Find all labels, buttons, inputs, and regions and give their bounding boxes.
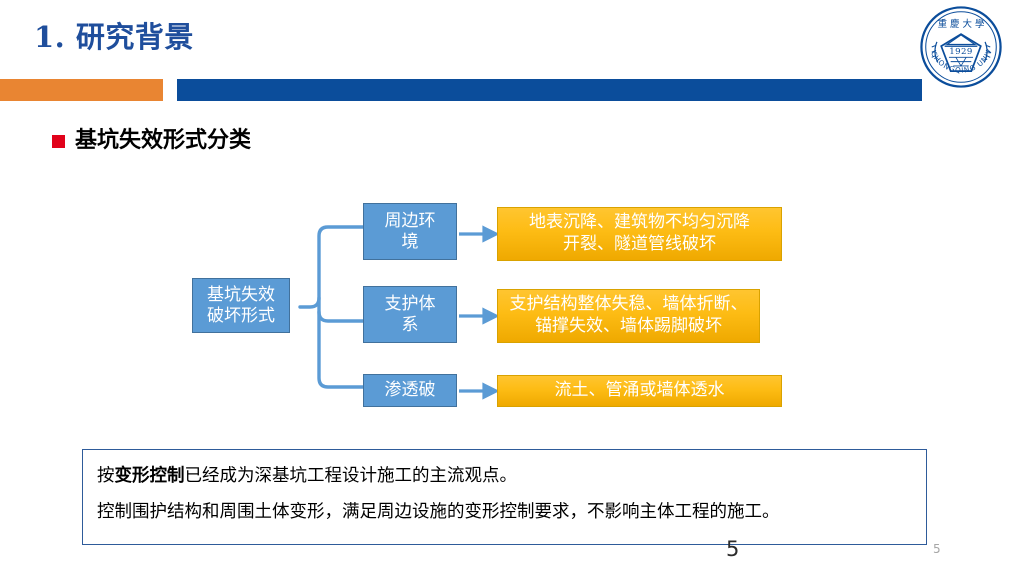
chongqing-university-logo: 重 慶 大 學 1929 CHONGQING UNIVERSITY xyxy=(918,4,1004,90)
statement-line-1-bold: 变形控制 xyxy=(114,466,185,486)
statement-box: 按变形控制已经成为深基坑工程设计施工的主流观点。 控制围护结构和周围土体变形，满… xyxy=(82,449,927,545)
diagram-node-detail-1[interactable]: 地表沉降、建筑物不均匀沉降 开裂、隧道管线破坏 xyxy=(497,207,782,261)
section-heading-label: 基坑失效形式分类 xyxy=(75,128,252,153)
diagram-node-branch-2-label: 支护体 系 xyxy=(384,293,436,335)
diagram-node-branch-3[interactable]: 渗透破 xyxy=(363,374,457,407)
diagram-node-detail-2-label: 支护结构整体失稳、墙体折断、 锚撑失效、墙体踢脚破坏 xyxy=(509,294,748,336)
page-title: 1. 研究背景 xyxy=(34,20,194,54)
header-bar-blue xyxy=(177,79,922,101)
diagram-node-detail-3-label: 流土、管涌或墙体透水 xyxy=(554,380,725,401)
statement-line-1-suffix: 已经成为深基坑工程设计施工的主流观点。 xyxy=(184,466,518,486)
statement-line-1: 按变形控制已经成为深基坑工程设计施工的主流观点。 xyxy=(97,466,912,488)
diagram-node-root[interactable]: 基坑失效 破坏形式 xyxy=(192,278,290,333)
section-heading: 基坑失效形式分类 xyxy=(52,130,251,152)
svg-text:重 慶 大 學: 重 慶 大 學 xyxy=(938,18,985,30)
diagram-node-branch-1[interactable]: 周边环 境 xyxy=(363,203,457,260)
curly-brace-branch-connector xyxy=(298,225,365,389)
red-square-bullet-icon xyxy=(52,134,65,148)
svg-text:1929: 1929 xyxy=(949,47,973,57)
diagram-node-branch-1-label: 周边环 境 xyxy=(384,210,436,252)
statement-line-1-prefix: 按 xyxy=(97,466,115,486)
page-number-small: 5 xyxy=(933,542,941,556)
diagram-node-branch-2[interactable]: 支护体 系 xyxy=(363,286,457,343)
page-number: 5 xyxy=(726,537,740,561)
diagram-node-branch-3-label: 渗透破 xyxy=(384,380,436,401)
diagram-node-detail-1-label: 地表沉降、建筑物不均匀沉降 开裂、隧道管线破坏 xyxy=(529,212,750,254)
right-arrow-icon xyxy=(459,225,500,400)
diagram-node-root-label: 基坑失效 破坏形式 xyxy=(207,284,275,326)
diagram-node-detail-3[interactable]: 流土、管涌或墙体透水 xyxy=(497,375,782,407)
diagram-node-detail-2[interactable]: 支护结构整体失稳、墙体折断、 锚撑失效、墙体踢脚破坏 xyxy=(497,289,760,343)
statement-line-2: 控制围护结构和周围土体变形，满足周边设施的变形控制要求，不影响主体工程的施工。 xyxy=(97,501,780,522)
header-bar-orange xyxy=(0,79,163,101)
